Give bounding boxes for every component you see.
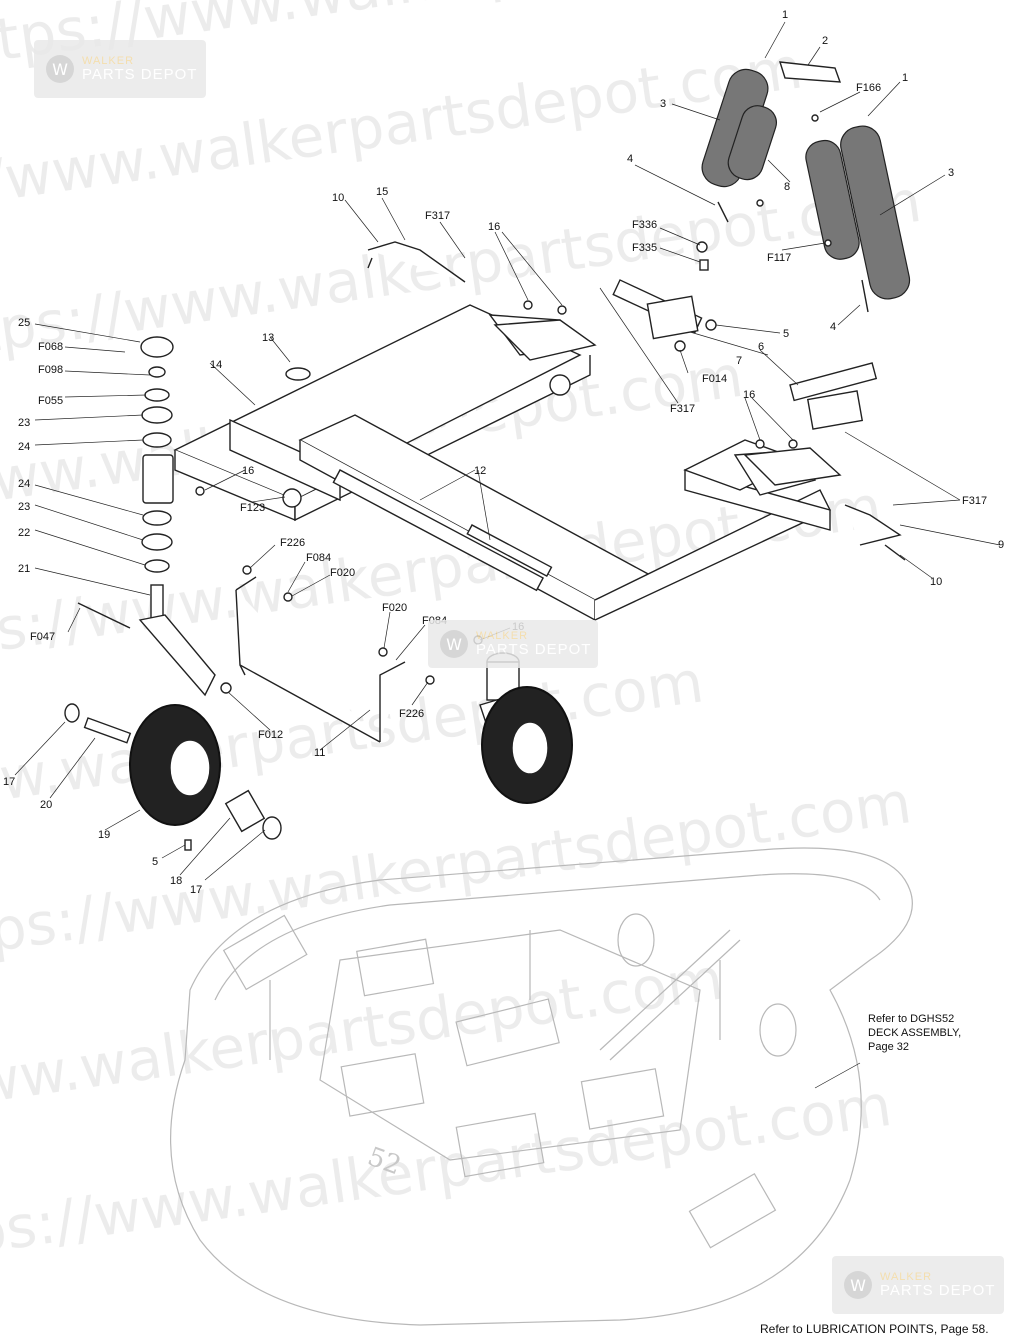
callout-f335: F335 bbox=[632, 242, 657, 254]
pivot-brackets bbox=[282, 241, 906, 561]
callout-8: 8 bbox=[784, 181, 790, 193]
logo-brand-text: WALKER bbox=[82, 55, 135, 67]
walker-parts-depot-logo: W WALKER PARTS DEPOT bbox=[428, 620, 598, 668]
springs bbox=[195, 61, 911, 694]
deck-reference-note: Refer to DGHS52 DECK ASSEMBLY, Page 32 bbox=[868, 1013, 962, 1053]
callout-24: 24 bbox=[18, 441, 30, 453]
callout-21: 21 bbox=[18, 563, 30, 575]
walker-logo-icon: W bbox=[46, 55, 74, 83]
callout-f020: F020 bbox=[330, 567, 355, 579]
callout-6: 6 bbox=[758, 341, 764, 353]
callout-7: 7 bbox=[736, 355, 742, 367]
callout-23: 23 bbox=[18, 417, 30, 429]
lift-frame bbox=[235, 576, 406, 743]
leader-lines bbox=[14, 21, 1001, 1089]
callout-1: 1 bbox=[902, 72, 908, 84]
callout-16: 16 bbox=[488, 221, 500, 233]
callout-17: 17 bbox=[190, 884, 202, 896]
callout-f226: F226 bbox=[280, 537, 305, 549]
callout-f317: F317 bbox=[962, 495, 987, 507]
callout-f117: F117 bbox=[767, 252, 791, 264]
callout-f068: F068 bbox=[38, 341, 63, 353]
callout-f098: F098 bbox=[38, 364, 63, 376]
walker-logo-icon: W bbox=[440, 630, 468, 658]
callout-f084: F084 bbox=[306, 552, 331, 564]
callout-23: 23 bbox=[18, 501, 30, 513]
callout-2: 2 bbox=[822, 35, 828, 47]
callout-9: 9 bbox=[998, 539, 1004, 551]
callout-18: 18 bbox=[170, 875, 182, 887]
caster-assembly bbox=[64, 336, 282, 851]
callout-f055: F055 bbox=[38, 395, 63, 407]
callout-f317: F317 bbox=[425, 210, 450, 222]
callout-20: 20 bbox=[40, 799, 52, 811]
callout-f317: F317 bbox=[670, 403, 695, 415]
callout-15: 15 bbox=[376, 186, 388, 198]
callout-17: 17 bbox=[3, 776, 15, 788]
callout-10: 10 bbox=[332, 192, 344, 204]
callout-22: 22 bbox=[18, 527, 30, 539]
logo-brand-text: WALKER bbox=[880, 1271, 933, 1283]
callout-14: 14 bbox=[210, 359, 222, 371]
watermark-line: https://www.walkerpartsdepot.com bbox=[0, 1071, 896, 1279]
callout-f014: F014 bbox=[702, 373, 727, 385]
callout-25: 25 bbox=[18, 317, 30, 329]
logo-sub-text: PARTS DEPOT bbox=[476, 641, 592, 658]
callout-3: 3 bbox=[660, 98, 666, 110]
callout-24: 24 bbox=[18, 478, 30, 490]
callout-4: 4 bbox=[830, 321, 836, 333]
callout-f166: F166 bbox=[856, 82, 881, 94]
callout-19: 19 bbox=[98, 829, 110, 841]
callout-f020: F020 bbox=[382, 602, 407, 614]
walker-parts-depot-logo: W WALKER PARTS DEPOT bbox=[34, 40, 206, 98]
mower-deck: 52 bbox=[170, 847, 913, 1326]
logo-sub-text: PARTS DEPOT bbox=[880, 1282, 996, 1299]
logo-sub-text: PARTS DEPOT bbox=[82, 66, 198, 83]
callout-11: 11 bbox=[314, 747, 325, 759]
walker-logo-icon: W bbox=[844, 1271, 872, 1299]
callout-1: 1 bbox=[782, 9, 788, 21]
callout-f123: F123 bbox=[240, 502, 265, 514]
callout-3: 3 bbox=[948, 167, 954, 179]
lubrication-reference-note: Refer to LUBRICATION POINTS, Page 58. bbox=[760, 1322, 989, 1336]
callout-5: 5 bbox=[783, 328, 789, 340]
callout-10: 10 bbox=[930, 576, 942, 588]
callout-16: 16 bbox=[242, 465, 254, 477]
callout-f047: F047 bbox=[30, 631, 55, 643]
walker-parts-depot-logo: W WALKER PARTS DEPOT bbox=[832, 1256, 1004, 1314]
main-frame bbox=[173, 304, 831, 622]
callout-4: 4 bbox=[627, 153, 633, 165]
callout-5: 5 bbox=[152, 856, 158, 868]
callout-12: 12 bbox=[474, 465, 486, 477]
callout-f226: F226 bbox=[399, 708, 424, 720]
callout-16: 16 bbox=[743, 389, 755, 401]
callout-13: 13 bbox=[262, 332, 274, 344]
logo-brand-text: WALKER bbox=[476, 630, 529, 642]
callout-f012: F012 bbox=[258, 729, 283, 741]
callout-f336: F336 bbox=[632, 219, 657, 231]
